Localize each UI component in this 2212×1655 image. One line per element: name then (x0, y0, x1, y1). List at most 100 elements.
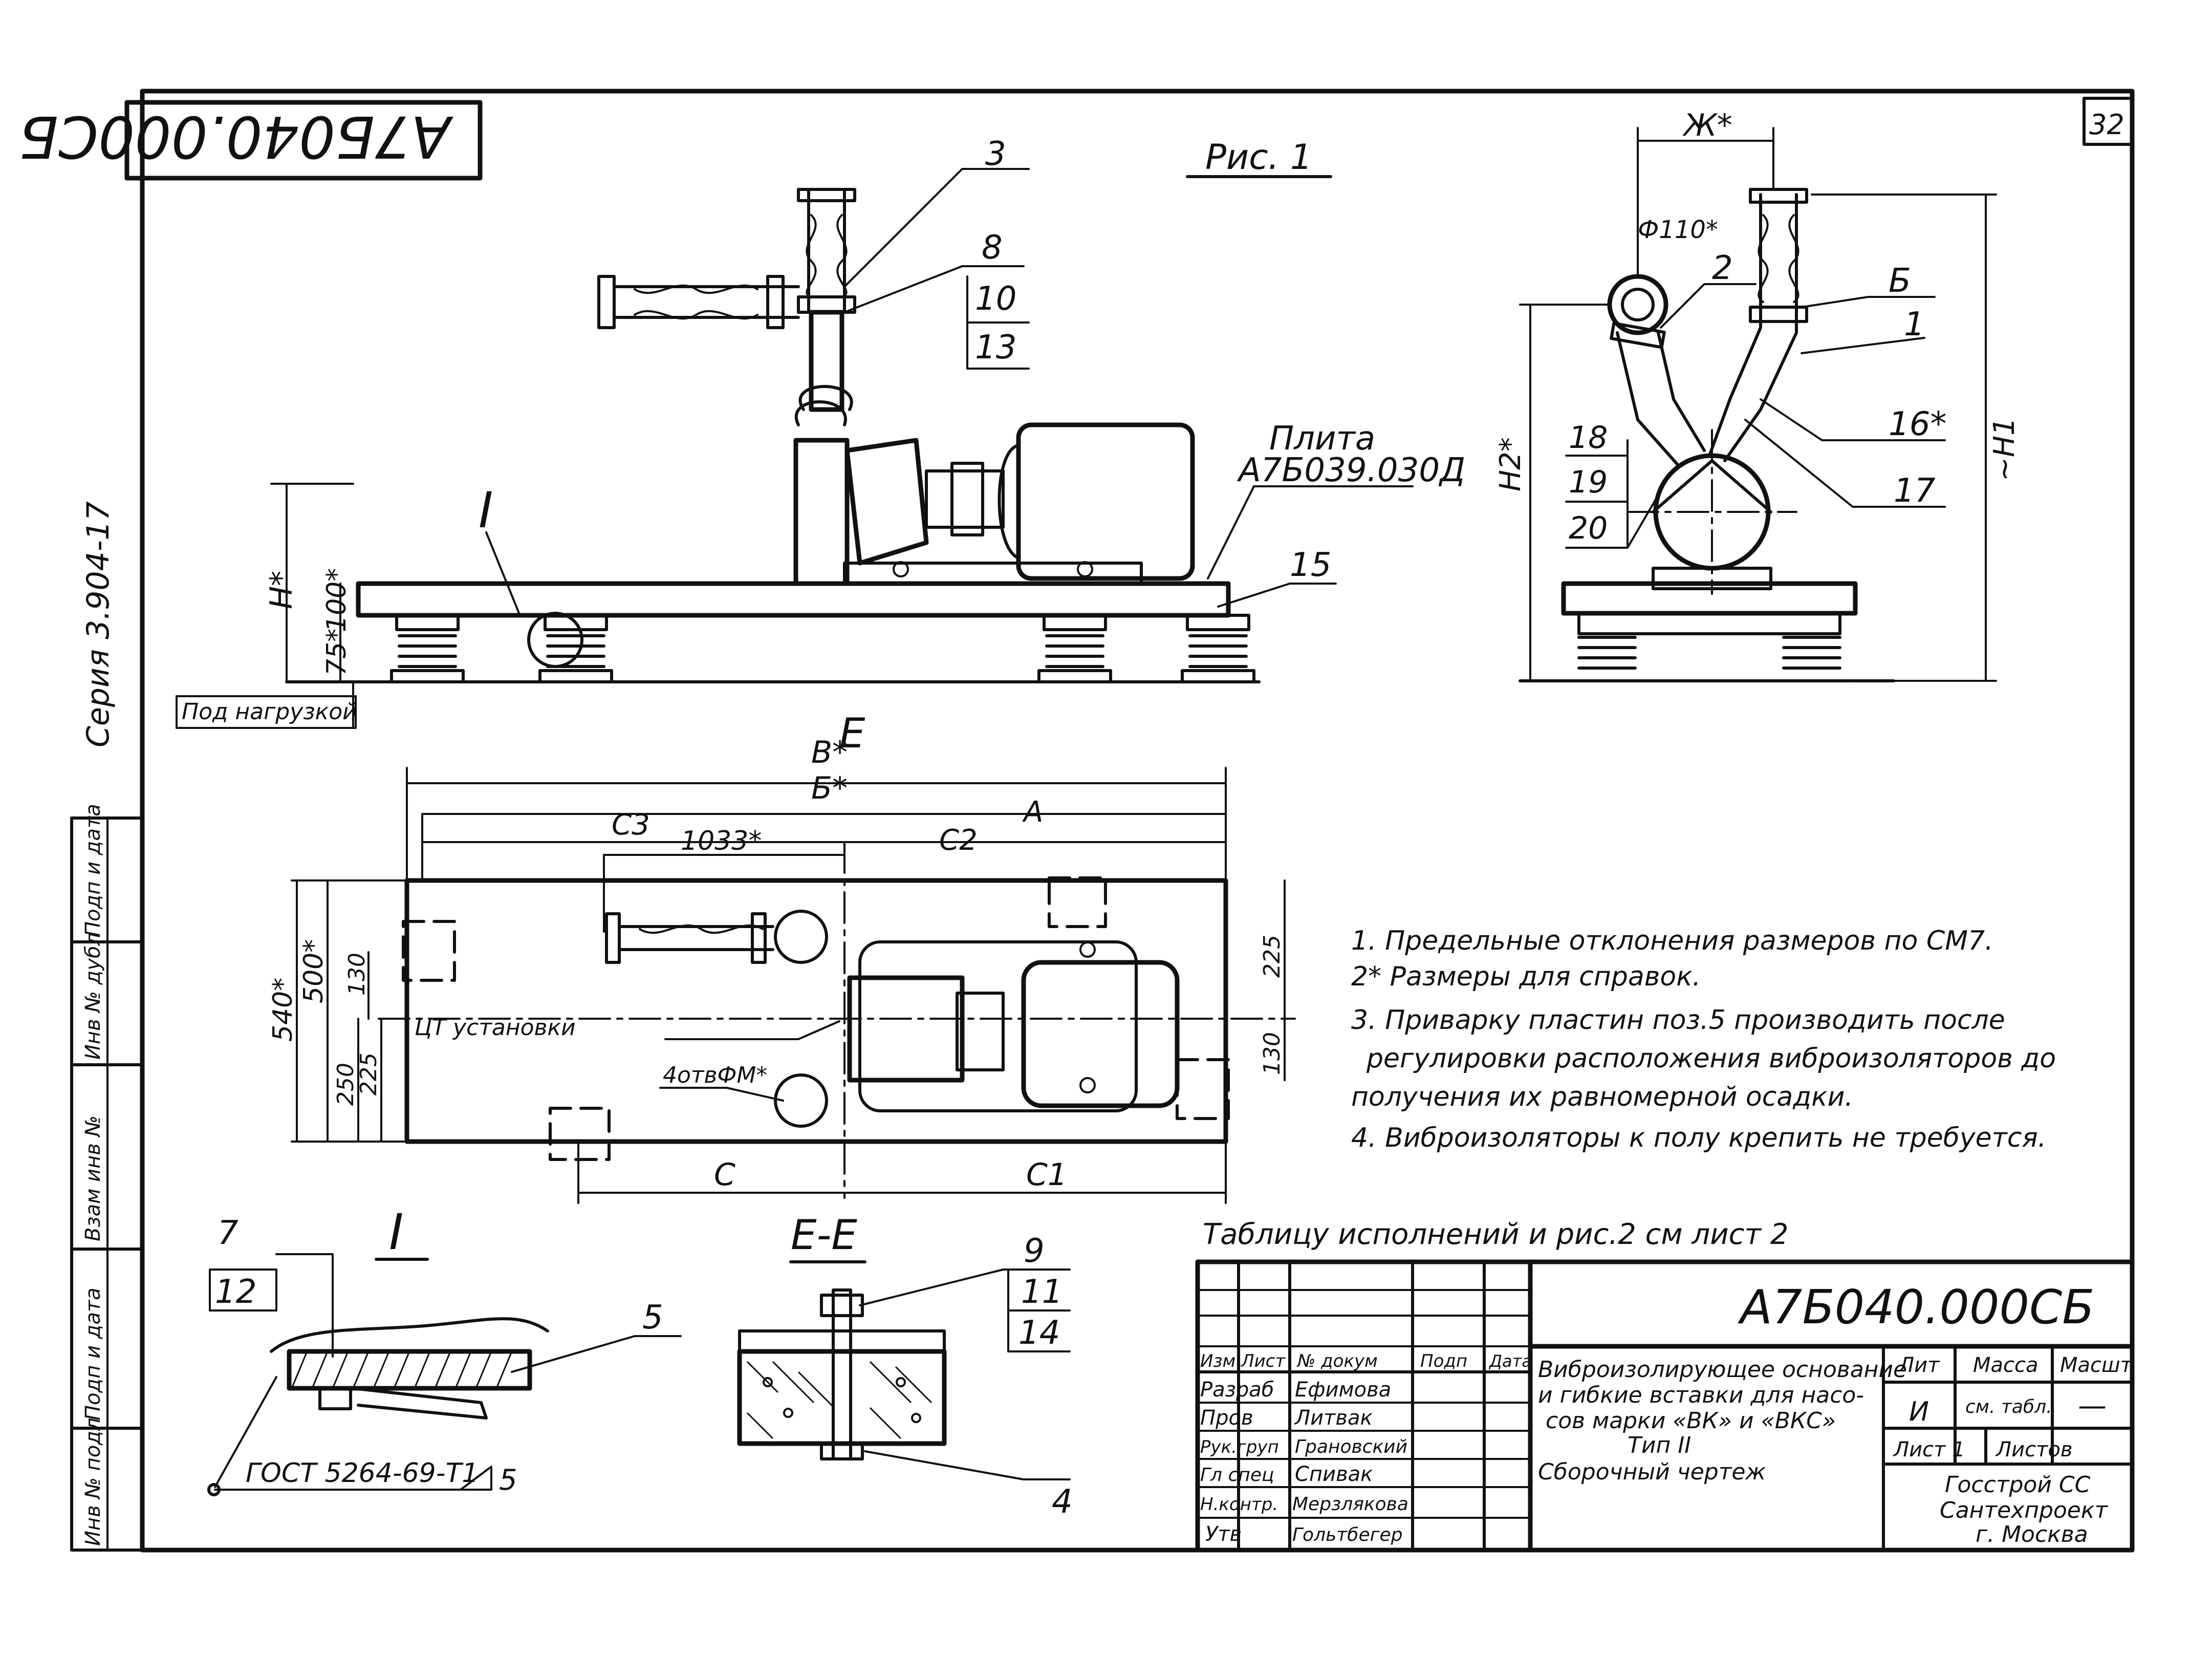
scale-value: — (2078, 1389, 2107, 1423)
dim-500: 500* (298, 939, 329, 1003)
lit-value: И (1909, 1396, 1929, 1427)
side-stamp-sign-date-1: Подп и дата (81, 1287, 105, 1421)
callout-12: 12 (215, 1273, 256, 1311)
holes-label: 4отвФМ* (663, 1062, 767, 1088)
role-checked: Пров (1200, 1406, 1253, 1430)
dim-225-left: 225 (356, 1052, 382, 1095)
dim-540: 540* (268, 978, 298, 1042)
callout-9: 9 (1024, 1232, 1045, 1270)
callout-7: 7 (218, 1214, 238, 1252)
detail-i-marker: I (479, 482, 493, 539)
weld-leg-5: 5 (499, 1464, 517, 1497)
sheet-label: Лист 1 (1893, 1438, 1965, 1461)
title-line-1: Виброизолирующее основание (1538, 1357, 1907, 1383)
callout-10: 10 (975, 280, 1016, 318)
note-2: 2* Размеры для справок. (1351, 961, 1701, 992)
title-line-5: Сборочный чертеж (1538, 1459, 1766, 1485)
role-chief-spec: Гл спец (1200, 1465, 1274, 1486)
dim-phi110: Ф110* (1638, 216, 1718, 244)
header-sign: Подп (1420, 1351, 1467, 1371)
dim-b: Б* (811, 770, 848, 806)
callout-11: 11 (1021, 1273, 1062, 1311)
callout-5: 5 (642, 1299, 663, 1337)
dim-130-right: 130 (1259, 1032, 1285, 1075)
side-view (1519, 127, 1997, 682)
note-3c: получения их равномерной осадки. (1351, 1082, 1853, 1112)
callout-15: 15 (1290, 546, 1331, 584)
dim-h: H* (264, 571, 299, 609)
callout-14: 14 (1018, 1314, 1060, 1352)
dim-100: 100* (321, 568, 352, 632)
callout-13: 13 (975, 329, 1016, 367)
under-load-label: Под нагрузкой (182, 699, 357, 725)
dim-225-right: 225 (1259, 935, 1285, 978)
lit-label: Лит (1898, 1353, 1940, 1377)
mass-label: Масса (1973, 1353, 2038, 1377)
dim-75: 75* (321, 629, 352, 676)
detail-i (207, 1253, 682, 1496)
header-doc: № докум (1296, 1351, 1378, 1371)
name-chief-spec: Спивак (1295, 1463, 1373, 1486)
title-line-3: сов марки «ВК» и «ВКС» (1546, 1408, 1836, 1434)
note-1: 1. Предельные отклонения размеров по СМ7… (1351, 926, 1993, 956)
callout-1: 1 (1904, 306, 1925, 343)
callout-8: 8 (982, 229, 1003, 267)
plate-code: А7Б039.030Д (1237, 452, 1465, 489)
front-view (176, 168, 1414, 729)
side-stamp-inv-original: Инв № подл (81, 1417, 105, 1546)
plan-view (291, 767, 1296, 1204)
callout-3: 3 (985, 135, 1006, 173)
header-date: Дата (1488, 1351, 1532, 1371)
sheet-number: 32 (2089, 109, 2124, 141)
side-stamp-replaced-inv: Взам инв № (81, 1115, 105, 1241)
cg-label: ЦТ установки (415, 1015, 576, 1041)
section-e-marker: Е (839, 710, 865, 757)
section-ee (737, 1260, 1071, 1480)
header-list: Лист (1240, 1351, 1286, 1371)
name-norm-control: Мерзлякова (1292, 1494, 1408, 1515)
dim-c1: С1 (1026, 1157, 1067, 1193)
series-label: Серия 3.904-17 (80, 501, 116, 747)
title-line-4: Тип II (1628, 1432, 1691, 1458)
title-block (1195, 1259, 2135, 1553)
dim-h2: H2* (1494, 437, 1527, 491)
gost-weld-label: ГОСТ 5264-69-Т1 (246, 1458, 479, 1489)
callout-b: Б (1889, 262, 1911, 300)
name-group-lead: Грановский (1295, 1436, 1407, 1457)
role-norm-control: Н.контр. (1200, 1494, 1278, 1515)
callout-17: 17 (1894, 472, 1936, 510)
name-checked: Литвак (1294, 1406, 1373, 1430)
dim-c: С (714, 1157, 735, 1193)
note-3b: регулировки расположения виброизоляторов… (1366, 1043, 2056, 1074)
dim-c2: С2 (939, 824, 978, 857)
dim-a: А (1022, 796, 1043, 829)
note-4: 4. Виброизоляторы к полу крепить не треб… (1351, 1123, 2046, 1153)
role-group-lead: Рук.груп (1200, 1437, 1279, 1457)
side-stamp: Инв № подл Подп и дата Взам инв № Инв № … (81, 804, 105, 1546)
callout-18: 18 (1569, 420, 1608, 456)
callout-16: 16* (1889, 405, 1946, 443)
dim-250: 250 (333, 1063, 359, 1106)
header-izm: Изм (1200, 1351, 1235, 1371)
sheet-frame (70, 89, 2135, 1553)
figure-label: Рис. 1 (1205, 137, 1312, 178)
callout-19: 19 (1569, 464, 1608, 500)
callout-4: 4 (1052, 1483, 1073, 1521)
dim-zh: Ж* (1682, 108, 1732, 143)
scale-label: Масшт (2060, 1353, 2133, 1377)
table-reference: Таблицу исполнений и рис.2 см лист 2 (1203, 1218, 1788, 1251)
org-line-1: Госстрой СС (1945, 1472, 2091, 1498)
role-developer: Разраб (1200, 1378, 1274, 1402)
dim-130: 130 (344, 953, 370, 996)
role-approved: Утв (1205, 1522, 1242, 1546)
detail-i-title: I (389, 1203, 403, 1261)
title-line-2: и гибкие вставки для насо- (1538, 1382, 1864, 1408)
mass-value: см. табл. (1965, 1396, 2052, 1417)
sheets-label: Листов (1995, 1438, 2072, 1461)
side-stamp-inv-duplicate: Инв № дубл (81, 933, 105, 1060)
name-approved: Гольтбегер (1292, 1524, 1403, 1545)
section-ee-title: Е-Е (791, 1211, 857, 1259)
callout-20: 20 (1569, 510, 1608, 546)
notes: 1. Предельные отклонения размеров по СМ7… (1351, 926, 2056, 1153)
